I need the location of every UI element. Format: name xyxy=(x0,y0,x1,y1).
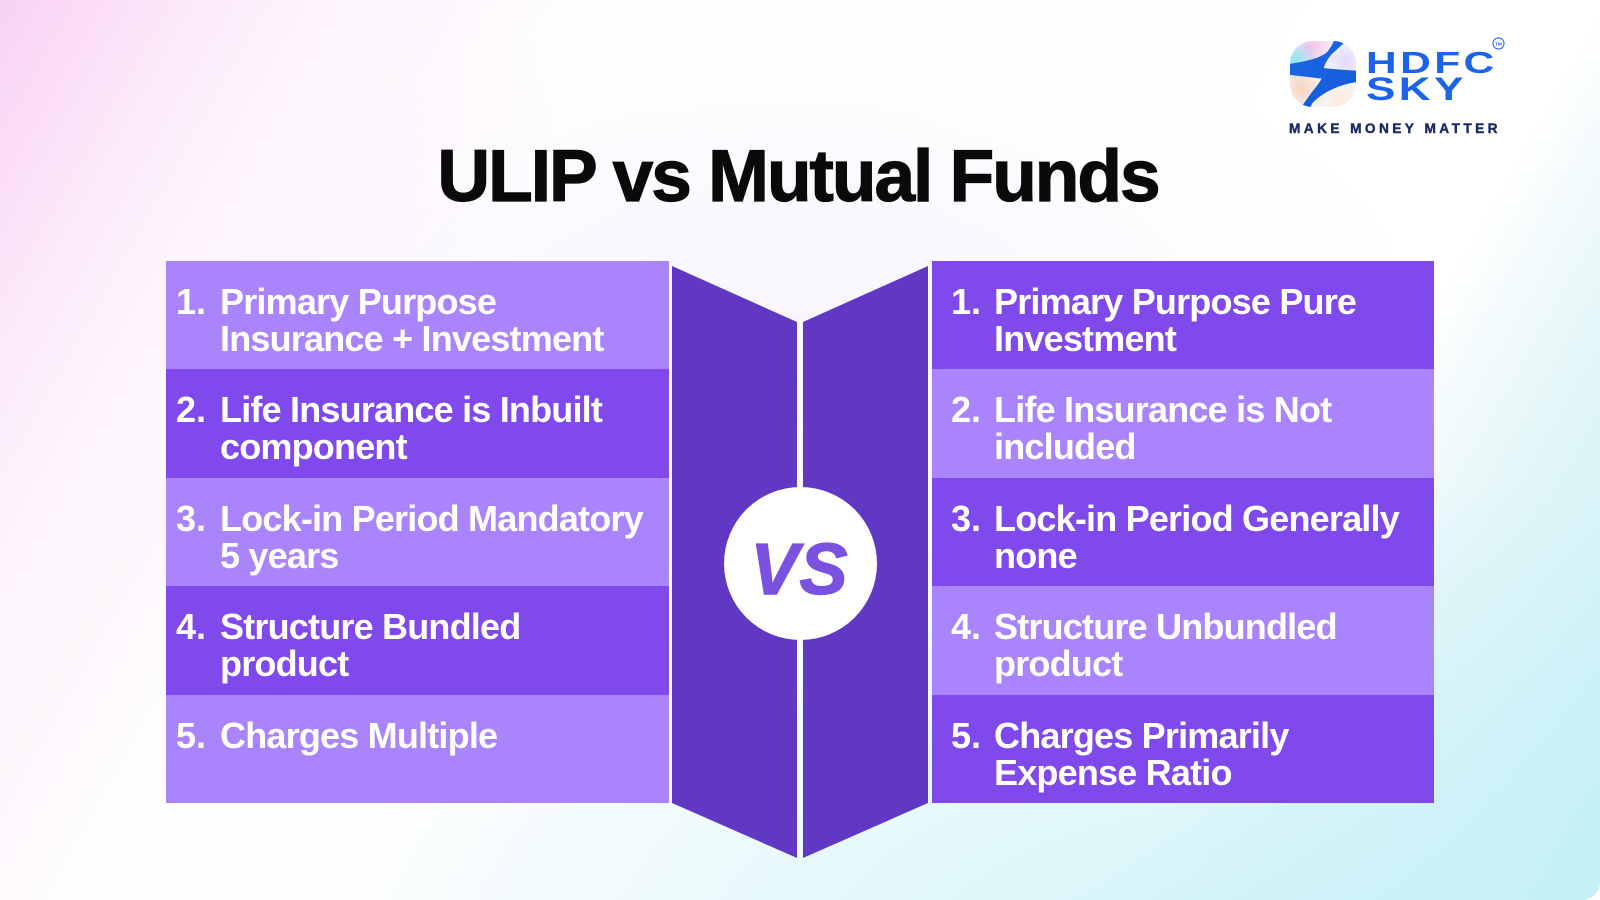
svg-text:TM: TM xyxy=(1495,41,1502,46)
